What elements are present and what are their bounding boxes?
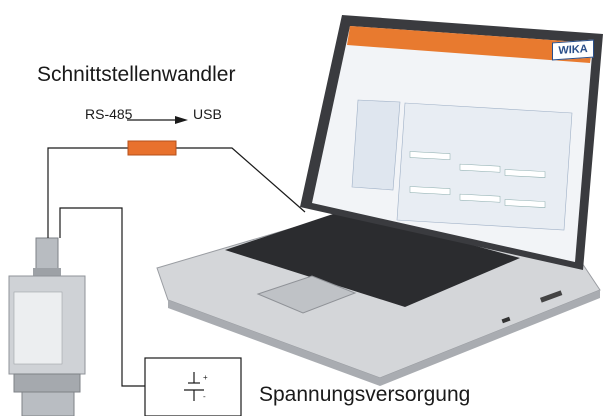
- screen-field: [459, 193, 501, 203]
- screen-field: [504, 199, 546, 208]
- plus-sign: +: [203, 373, 208, 382]
- pressure-transmitter: [8, 237, 86, 416]
- transmitter-nut: [33, 268, 61, 276]
- screen-header: [347, 26, 593, 63]
- usb-port: [501, 316, 511, 324]
- transmitter-label: [13, 291, 63, 365]
- wire-converter-to-laptop: [176, 147, 306, 213]
- transmitter-hex: [13, 373, 81, 393]
- usb-label: USB: [193, 106, 222, 122]
- screen-field: [504, 169, 546, 178]
- wire-sensor-to-converter: [47, 147, 128, 238]
- keyboard: [225, 210, 520, 307]
- wire-sensor-to-power: [59, 207, 145, 387]
- power-supply-title: Spannungsversorgung: [259, 383, 471, 406]
- transmitter-thread: [21, 391, 75, 416]
- rs485-label: RS-485: [85, 106, 133, 122]
- arrow-head: [175, 116, 188, 124]
- power-supply-box: [144, 357, 242, 416]
- transmitter-connector: [35, 237, 59, 271]
- laptop-base-edge: [168, 290, 600, 386]
- vent: [539, 290, 563, 303]
- minus-sign: -: [203, 392, 206, 401]
- wika-logo: WIKA: [552, 39, 594, 61]
- touchpad: [256, 275, 357, 314]
- screen-field: [409, 186, 451, 195]
- wires: [47, 119, 306, 387]
- laptop: [156, 15, 603, 386]
- converter-title: Schnittstellenwandler: [37, 63, 236, 86]
- screen-field: [409, 151, 451, 160]
- battery-symbol: [184, 372, 204, 401]
- screen-field: [459, 163, 501, 173]
- interface-converter-box: [127, 140, 177, 156]
- screen-panel-left: [351, 99, 401, 191]
